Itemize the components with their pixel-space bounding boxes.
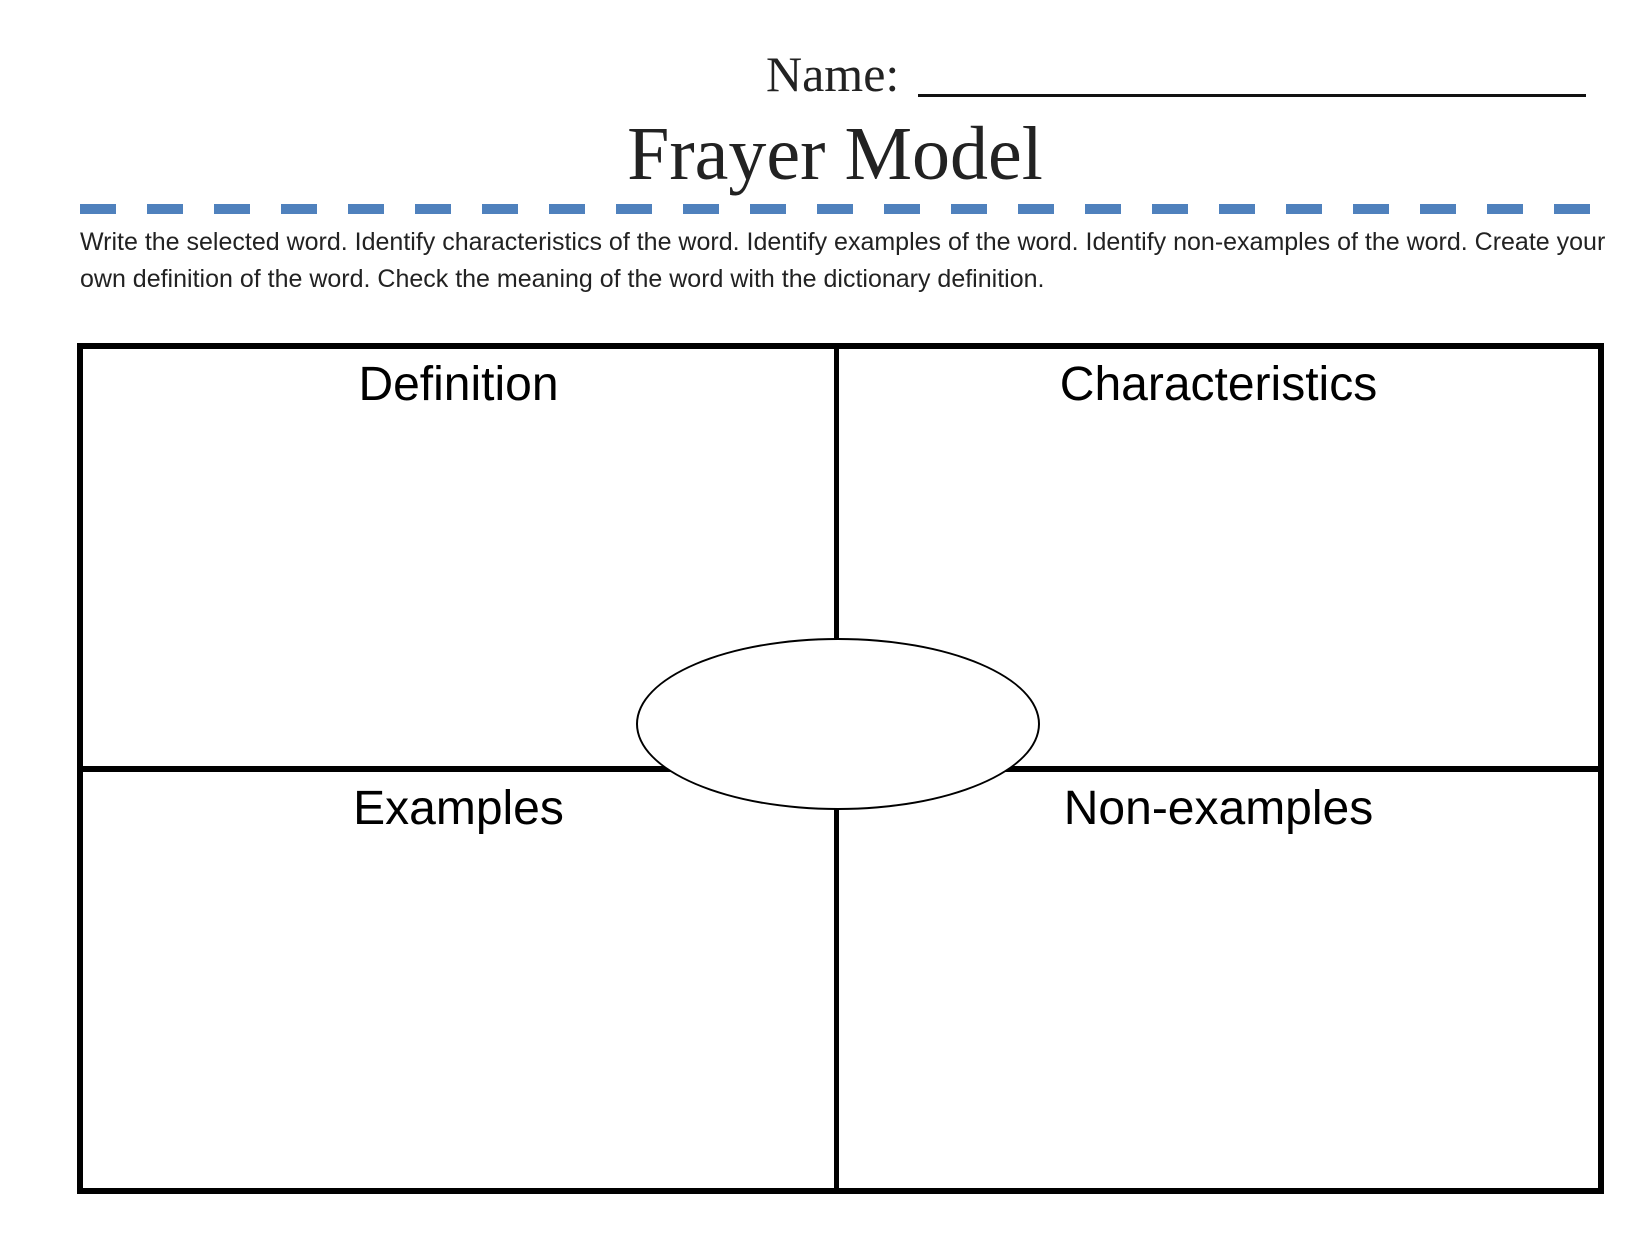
quadrant-examples-label: Examples: [353, 782, 564, 835]
instructions-text: Write the selected word. Identify charac…: [80, 228, 1606, 293]
quadrant-non-examples-label: Non-examples: [1063, 782, 1374, 835]
center-word-oval[interactable]: [636, 638, 1040, 810]
quadrant-definition-label: Definition: [358, 358, 559, 411]
name-label: Name:: [766, 46, 900, 102]
quadrant-characteristics-label: Characteristics: [1059, 358, 1378, 411]
page-title: Frayer Model: [627, 112, 1043, 196]
dashed-divider: [80, 204, 1602, 214]
name-input-line[interactable]: [918, 94, 1586, 97]
